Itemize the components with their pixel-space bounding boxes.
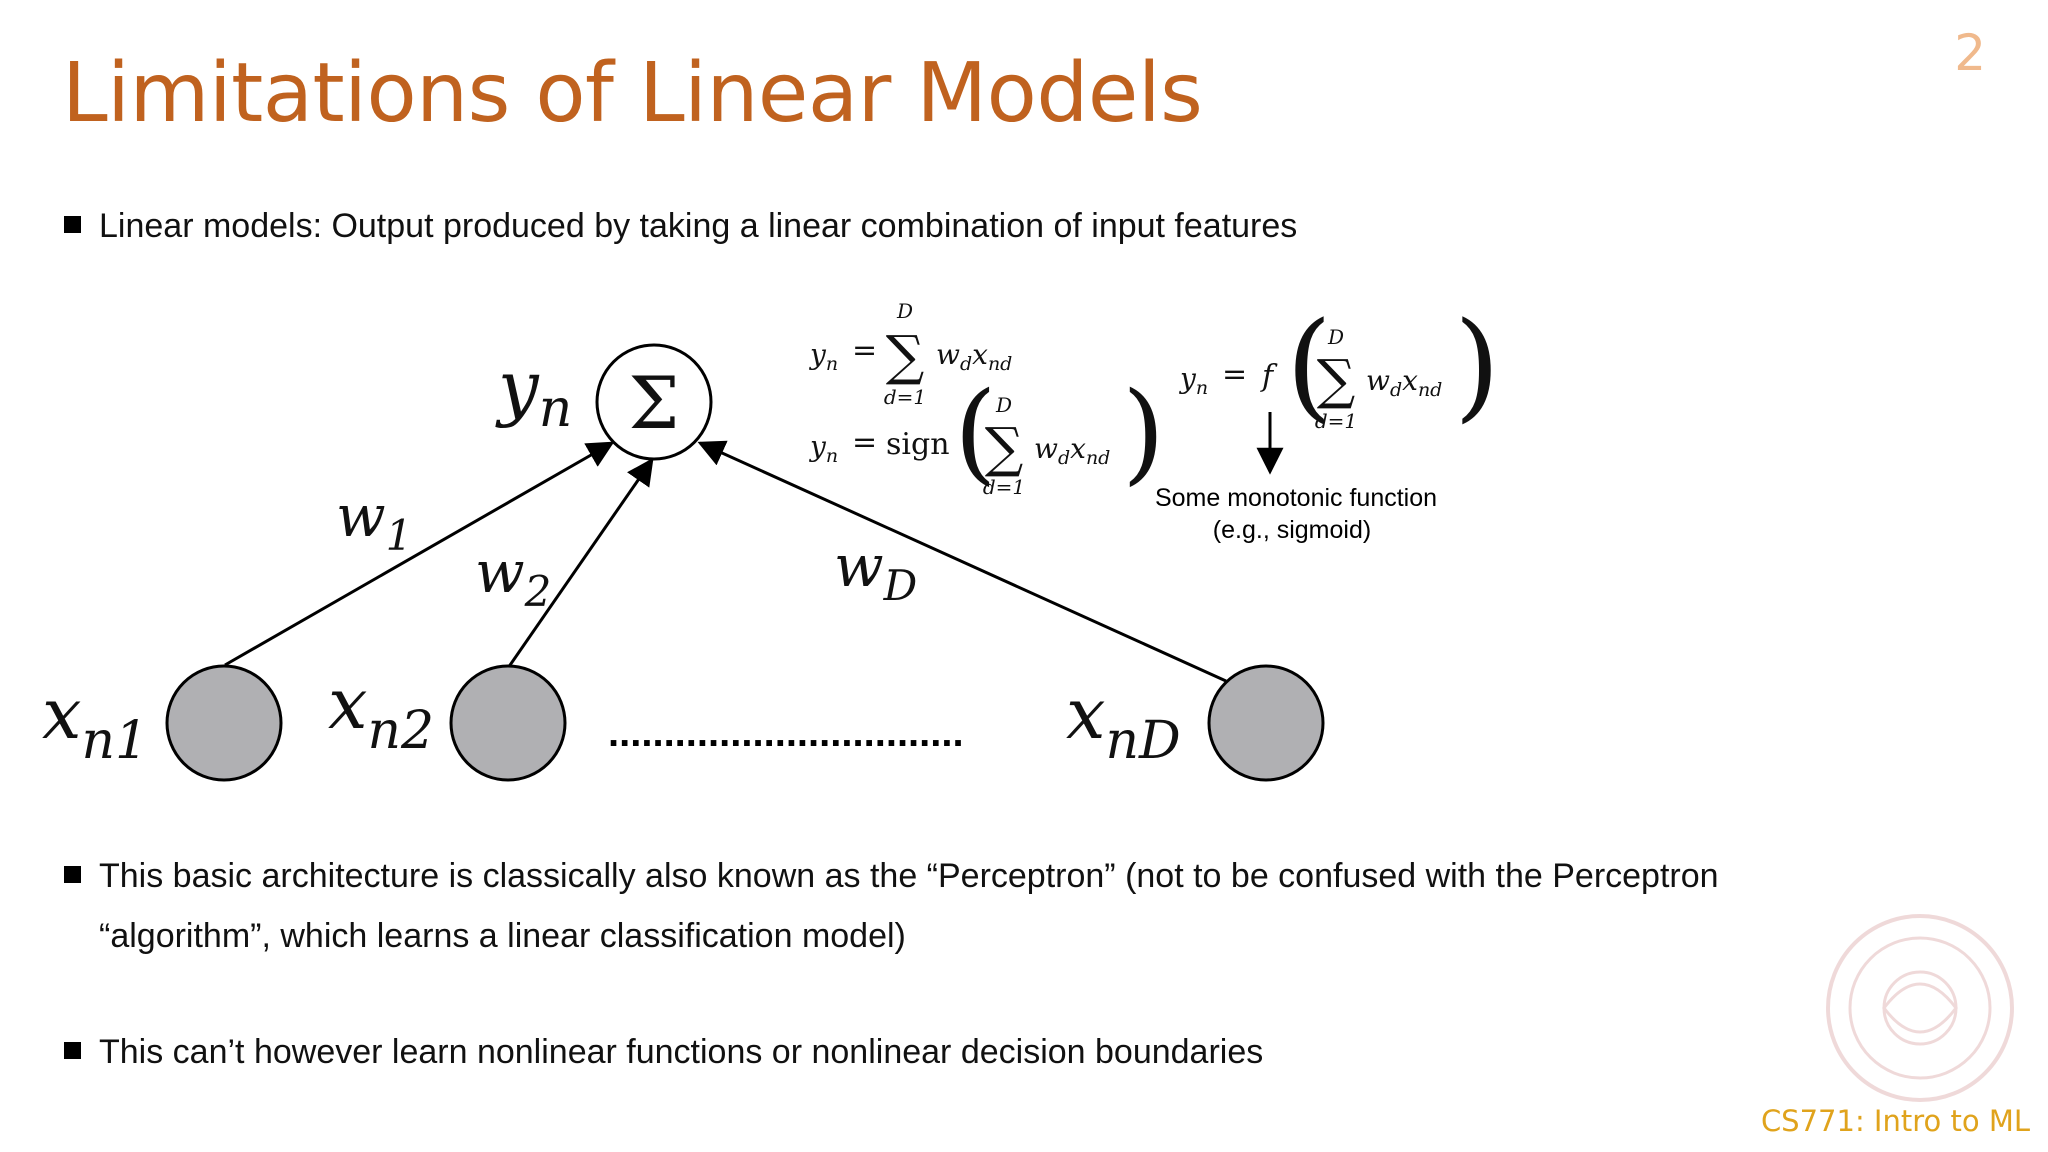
svg-text:d=1: d=1: [884, 385, 926, 409]
ellipsis: ................................: [608, 711, 964, 755]
output-label: yn: [495, 345, 572, 439]
svg-text:∑: ∑: [886, 324, 925, 387]
svg-text:D: D: [995, 393, 1012, 417]
svg-text:D: D: [1327, 325, 1344, 349]
input-node-2: [449, 664, 567, 782]
svg-text:∑: ∑: [985, 416, 1024, 479]
svg-text:=: =: [1222, 357, 1247, 392]
bullet-square-icon: [64, 1042, 81, 1059]
equation-sign: yn = sign ( D ∑ d=1 wdxnd ): [808, 368, 1165, 499]
weight-label-1: w1: [336, 482, 412, 560]
input-label-D: xnD: [1066, 673, 1181, 771]
svg-text:yn: yn: [1178, 362, 1208, 399]
sum-symbol: Σ: [629, 361, 680, 445]
svg-text:wdxnd: wdxnd: [1366, 364, 1442, 401]
svg-text:=: =: [852, 425, 877, 460]
weight-label-D: wD: [834, 532, 917, 610]
course-footer: CS771: Intro to ML: [1760, 1104, 2030, 1138]
page-number: 2: [1954, 24, 1986, 82]
input-label-1: xn1: [42, 673, 148, 771]
svg-text:sign: sign: [886, 427, 950, 462]
bullet-perceptron: This basic architecture is classically a…: [64, 846, 1884, 966]
slide-title: Limitations of Linear Models: [62, 46, 1203, 141]
svg-text:wdxnd: wdxnd: [936, 338, 1012, 375]
edge-w1: [224, 441, 615, 667]
bullet-text: This basic architecture is classically a…: [99, 857, 1719, 955]
input-node-1: [165, 664, 283, 782]
annotation-line-2: (e.g., sigmoid): [1213, 516, 1371, 544]
input-label-2: xn2: [328, 663, 434, 761]
svg-text:(: (: [1286, 296, 1332, 434]
svg-text:d=1: d=1: [1315, 409, 1357, 433]
bullet-nonlinear: This can’t however learn nonlinear funct…: [64, 1022, 1884, 1082]
equation-general: yn = f ( D ∑ d=1 wdxnd ): [1178, 296, 1500, 434]
svg-text:d=1: d=1: [983, 475, 1025, 499]
svg-text:): ): [1122, 368, 1165, 496]
svg-text:D: D: [896, 299, 913, 323]
svg-text:): ): [1454, 296, 1500, 434]
svg-text:yn: yn: [808, 430, 838, 467]
bullet-square-icon: [64, 866, 81, 883]
sum-node: [595, 343, 713, 461]
svg-text:f: f: [1260, 359, 1278, 394]
bullet-square-icon: [64, 216, 81, 233]
svg-text:wdxnd: wdxnd: [1034, 432, 1110, 469]
equation-linear: yn = D ∑ d=1 wdxnd: [808, 299, 1012, 409]
edge-w2: [506, 457, 654, 669]
annotation-line-1: Some monotonic function: [1155, 484, 1437, 512]
edge-wD: [697, 440, 1227, 683]
svg-text:∑: ∑: [1317, 348, 1356, 411]
bullet-linear-models: Linear models: Output produced by taking…: [64, 196, 1884, 256]
bullet-text: Linear models: Output produced by taking…: [99, 207, 1298, 245]
institute-seal-icon: [1826, 914, 2014, 1102]
svg-text:yn: yn: [808, 338, 838, 375]
bullet-text: This can’t however learn nonlinear funct…: [99, 1033, 1264, 1071]
svg-text:=: =: [852, 333, 877, 368]
weight-label-2: w2: [475, 538, 551, 616]
input-node-D: [1207, 664, 1325, 782]
svg-text:(: (: [954, 368, 997, 496]
